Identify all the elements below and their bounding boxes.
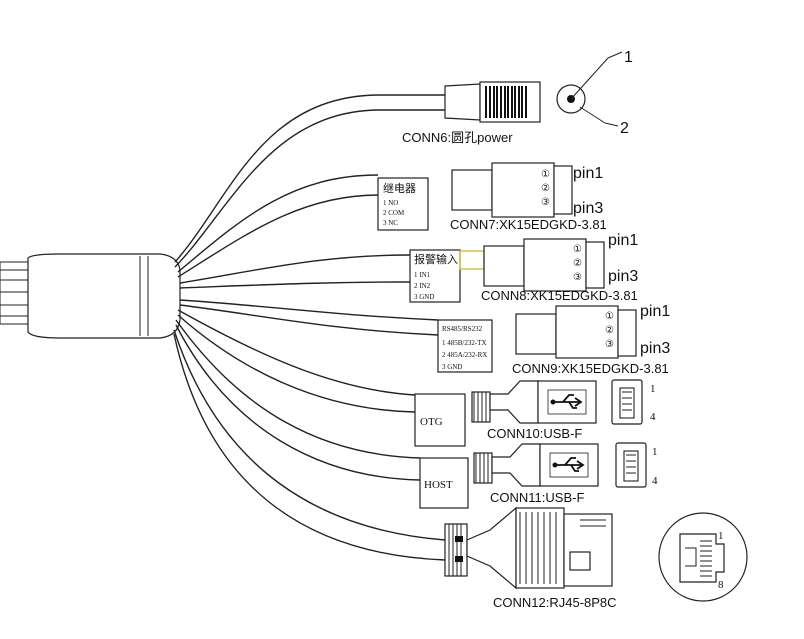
conn8-row-3: 3 GND — [414, 293, 434, 301]
conn11-pin-bottom: 4 — [652, 475, 658, 487]
conn9-row-2: 2 485A/232-RX — [442, 351, 487, 359]
conn8-pin-top: pin1 — [608, 232, 638, 249]
conn7-row-3: 3 NC — [383, 219, 398, 227]
wires — [173, 94, 446, 561]
conn9-pin-bottom: pin3 — [640, 340, 670, 357]
usb-symbol-icon — [549, 452, 589, 478]
svg-text:②: ② — [541, 183, 550, 194]
conn7-row-2: 2 COM — [383, 209, 405, 217]
conn10-usb-otg: OTG 1 4 CONN10:USB-F — [414, 379, 656, 447]
conn9-row-1: 1 485B/232-TX — [442, 339, 487, 347]
conn12-rj45: 1 8 CONN12:RJ45-8P8C — [444, 506, 748, 610]
conn6-power-jack: 1 2 CONN6:圆孔power — [402, 49, 633, 145]
conn8-alarm-input: 报警输入 1 IN1 2 IN2 3 GND ① ② ③ pin1 pin3 C… — [409, 232, 638, 303]
conn6-pin1-label: 1 — [624, 49, 633, 66]
conn9-rs485: RS485/RS232 1 485B/232-TX 2 485A/232-RX … — [437, 303, 670, 376]
conn10-tag: OTG — [420, 416, 443, 428]
conn7-title: 继电器 — [383, 182, 416, 195]
svg-text:①: ① — [541, 169, 550, 180]
conn8-row-2: 2 IN2 — [414, 282, 431, 290]
svg-text:③: ③ — [541, 197, 550, 208]
conn9-label: CONN9:XK15EDGKD-3.81 — [512, 361, 669, 376]
usb-symbol-icon — [547, 389, 587, 415]
conn7-relay: 继电器 1 NO 2 COM 3 NC ① ② ③ pin1 pin3 CONN… — [377, 162, 607, 232]
conn11-usb-host: HOST 1 4 CONN11:USB-F — [419, 442, 658, 509]
conn12-pin-bottom: 8 — [718, 579, 724, 591]
conn8-title: 报警输入 — [414, 252, 458, 266]
conn9-pin-top: pin1 — [640, 303, 670, 320]
conn10-pin-top: 1 — [650, 383, 656, 395]
conn10-pin-bottom: 4 — [650, 411, 656, 423]
conn11-pin-top: 1 — [652, 446, 658, 458]
conn9-row-3: 3 GND — [442, 363, 462, 371]
conn12-label: CONN12:RJ45-8P8C — [493, 595, 617, 610]
conn8-row-1: 1 IN1 — [414, 271, 431, 279]
main-cable — [0, 253, 181, 339]
conn7-pin-bottom: pin3 — [573, 200, 603, 217]
svg-text:①: ① — [605, 311, 614, 322]
conn8-pin-bottom: pin3 — [608, 268, 638, 285]
svg-text:③: ③ — [605, 339, 614, 350]
usb-port-face-icon — [611, 379, 643, 425]
svg-text:③: ③ — [573, 272, 582, 283]
conn11-tag: HOST — [424, 479, 453, 491]
conn11-label: CONN11:USB-F — [490, 490, 584, 505]
conn7-label: CONN7:XK15EDGKD-3.81 — [450, 217, 607, 232]
svg-text:①: ① — [573, 244, 582, 255]
conn7-row-1: 1 NO — [383, 199, 398, 207]
conn10-label: CONN10:USB-F — [487, 426, 582, 441]
conn8-label: CONN8:XK15EDGKD-3.81 — [481, 288, 638, 303]
conn7-pin-top: pin1 — [573, 165, 603, 182]
svg-text:②: ② — [605, 325, 614, 336]
svg-text:②: ② — [573, 258, 582, 269]
conn9-title: RS485/RS232 — [442, 325, 483, 333]
conn12-pin-top: 1 — [718, 530, 724, 542]
usb-port-face-icon — [615, 442, 647, 488]
conn6-label: CONN6:圆孔power — [402, 130, 513, 145]
conn6-pin2-label: 2 — [620, 120, 629, 137]
